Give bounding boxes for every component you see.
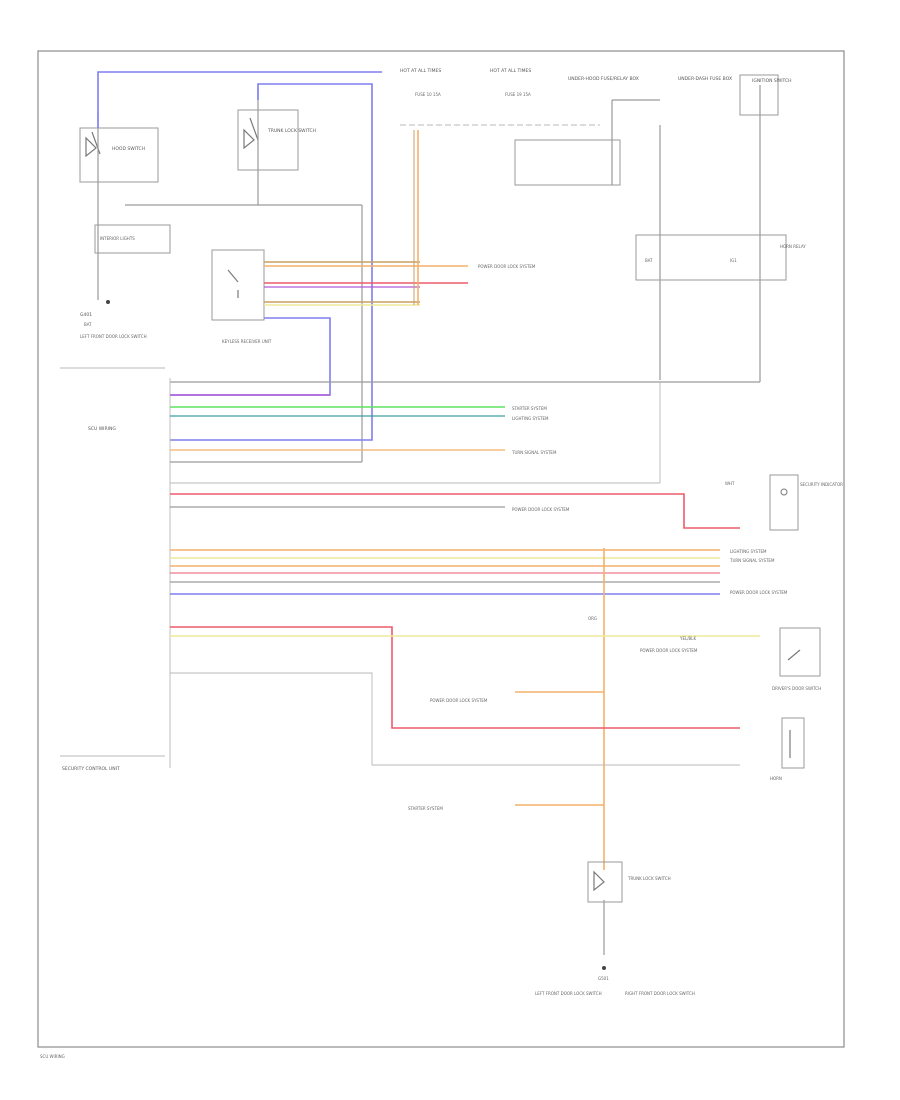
label-security-unit: SECURITY CONTROL UNIT — [62, 766, 120, 772]
trunk-switch-group: TRUNK LOCK SWITCH — [125, 88, 363, 462]
bottom-switch: TRUNK LOCK SWITCH G501 LEFT FRONT DOOR L… — [535, 861, 695, 996]
label-horn-relay: HORN RELAY — [780, 244, 806, 249]
label-underdash: UNDER-DASH FUSE BOX — [678, 76, 732, 82]
label-yel-blk: YEL/BLK — [679, 636, 697, 641]
label-lighting-2: LIGHTING SYSTEM — [730, 549, 767, 554]
diagram-frame — [37, 50, 845, 1048]
label-left-switch: LEFT FRONT DOOR LOCK SWITCH — [80, 334, 147, 339]
wire-gray-lower — [170, 672, 740, 766]
label-power-door: POWER DOOR LOCK SYSTEM — [478, 264, 536, 269]
label-wht-indicator: WHT — [725, 481, 735, 486]
label-power-door-5: POWER DOOR LOCK SYSTEM — [640, 648, 698, 653]
wire-red-lower — [170, 626, 740, 729]
label-power-door-3: POWER DOOR LOCK SYSTEM — [730, 590, 788, 595]
label-turn: TURN SIGNAL SYSTEM — [511, 450, 557, 455]
door-switch: DRIVER'S DOOR SWITCH — [772, 627, 821, 691]
label-fuse-a-sub: FUSE 10 15A — [415, 92, 441, 97]
label-left-switch-2: LEFT FRONT DOOR LOCK SWITCH — [535, 991, 602, 996]
label-horn: HORN — [770, 776, 782, 781]
label-interior-lights: INTERIOR LIGHTS — [100, 236, 135, 241]
wire-blue-top — [97, 71, 382, 128]
keyless-receiver: KEYLESS RECEIVER UNIT — [211, 249, 272, 344]
label-connector-block: SCU WIRING — [88, 426, 116, 432]
label-trunk-switch-2: TRUNK LOCK SWITCH — [627, 876, 671, 881]
left-switch-group: HOOD SWITCH G401 BAT LEFT FRONT DOOR LOC… — [79, 112, 171, 339]
page-ref: SCU WIRING — [40, 1054, 65, 1059]
label-ignition: IGNITION SWITCH — [752, 78, 792, 84]
fuse-block: HOT AT ALL TIMES HOT AT ALL TIMES FUSE 1… — [400, 68, 806, 382]
wire-blue-right — [170, 83, 373, 441]
wire-red-bus — [170, 493, 740, 529]
label-trunk-switch: TRUNK LOCK SWITCH — [267, 128, 316, 134]
label-power-door-4: POWER DOOR LOCK SYSTEM — [430, 698, 488, 703]
label-starter: STARTER SYSTEM — [512, 406, 547, 411]
label-security-indicator: SECURITY INDICATOR — [800, 482, 843, 487]
label-hood-switch: HOOD SWITCH — [112, 146, 145, 152]
label-starter-2: STARTER SYSTEM — [408, 806, 443, 811]
wire-blue-key — [170, 317, 331, 396]
label-fuse-a: HOT AT ALL TIMES — [400, 68, 441, 74]
label-bat-right: BAT — [645, 258, 653, 263]
label-power-door-2: POWER DOOR LOCK SYSTEM — [512, 507, 570, 512]
label-turn-2: TURN SIGNAL SYSTEM — [729, 558, 775, 563]
label-underhood: UNDER-HOOD FUSE/RELAY BOX — [568, 76, 639, 82]
label-bat-left: BAT — [84, 322, 92, 327]
horn: HORN — [770, 717, 805, 781]
label-g401: G401 — [80, 312, 92, 318]
label-right-switch: RIGHT FRONT DOOR LOCK SWITCH — [625, 991, 695, 996]
label-g501: G501 — [598, 976, 609, 981]
label-keyless: KEYLESS RECEIVER UNIT — [222, 339, 272, 344]
label-org-vertical: ORG — [588, 616, 597, 621]
label-ig1: IG1 — [730, 258, 737, 263]
label-lighting: LIGHTING SYSTEM — [512, 416, 549, 421]
label-door-switch: DRIVER'S DOOR SWITCH — [772, 686, 821, 691]
label-fuse-b-sub: FUSE 19 15A — [505, 92, 531, 97]
security-indicator: SECURITY INDICATOR WHT — [725, 474, 843, 531]
label-fuse-b: HOT AT ALL TIMES — [490, 68, 531, 74]
